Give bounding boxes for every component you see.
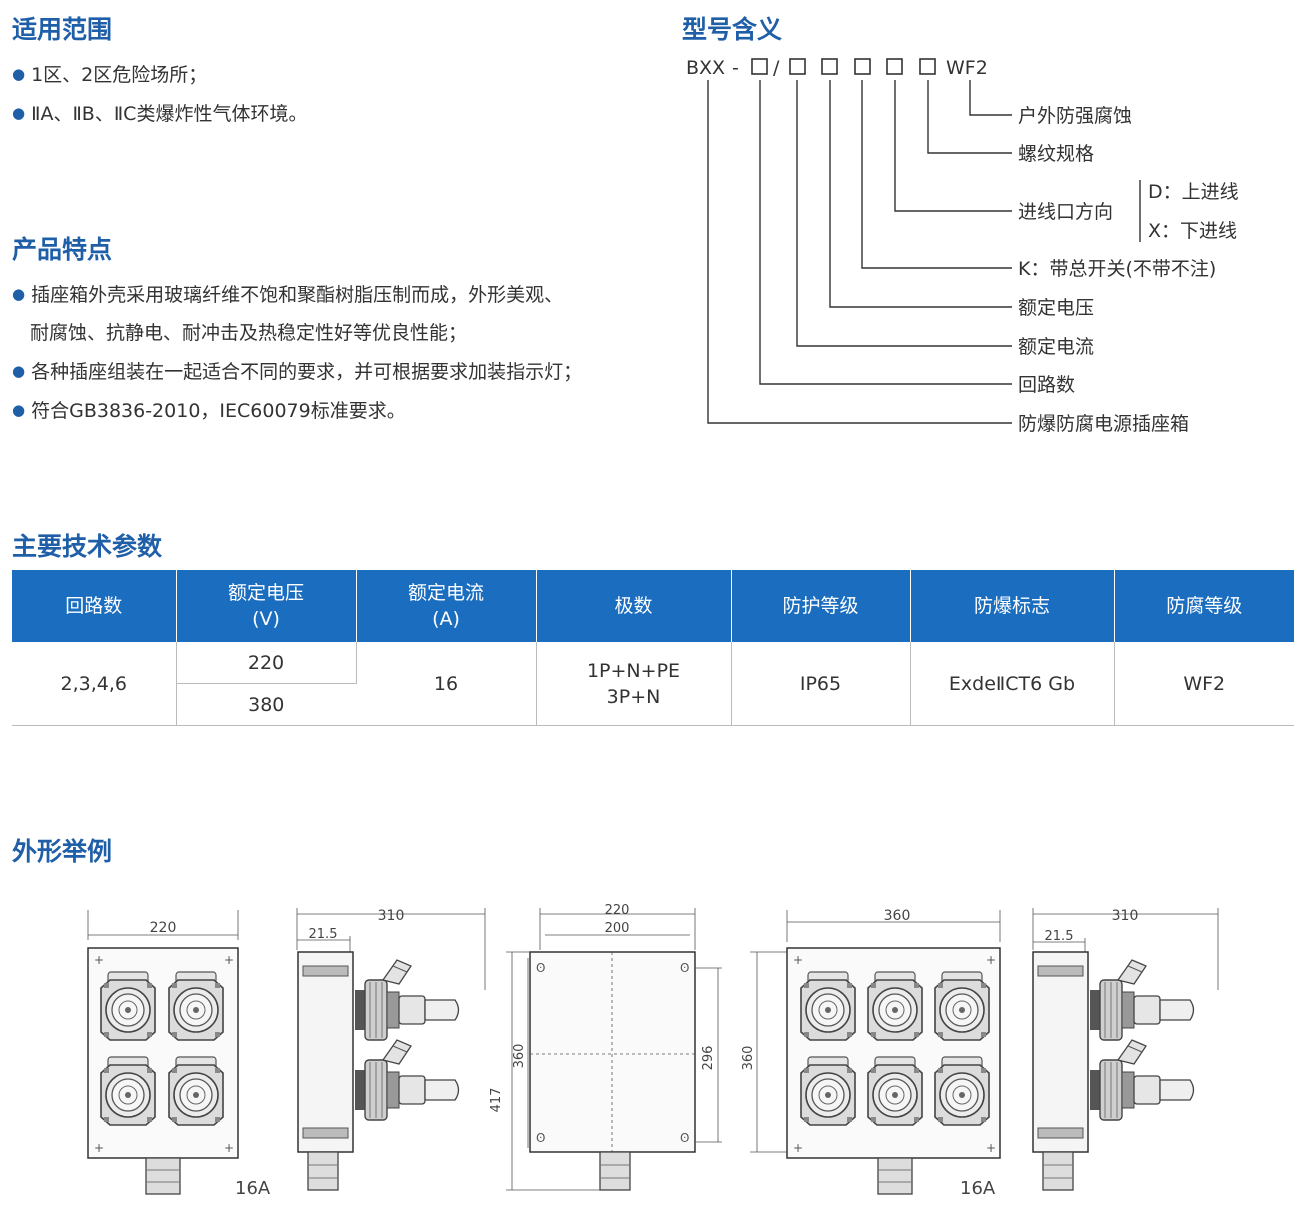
table-header-row: 回路数 额定电压(V) 额定电流(A) 极数 防护等级 防爆标志 防腐等级 xyxy=(12,570,1294,642)
svg-text:ʘ: ʘ xyxy=(536,961,545,975)
header-voltage: 额定电压(V) xyxy=(176,570,357,642)
svg-text:+: + xyxy=(986,953,996,967)
cell-voltage: 220 xyxy=(176,642,357,684)
dim-offset: 21.5 xyxy=(1045,929,1074,944)
model-label: 进线口方向 xyxy=(1018,201,1113,223)
figure-front-4-socket: 220 + + + + 16A xyxy=(87,910,271,1199)
bullet-icon: ● xyxy=(12,285,26,303)
code-box xyxy=(919,58,936,75)
dim-offset: 21.5 xyxy=(309,927,338,942)
cell-circuits: 2,3,4,6 xyxy=(12,642,177,726)
figure-side-view: 310 21.5 xyxy=(1032,908,1219,1191)
scope-title: 适用范围 xyxy=(12,15,113,44)
bullet-icon: ● xyxy=(12,104,26,122)
scope-item: ●1区、2区危险场所； xyxy=(12,64,208,86)
svg-text:+: + xyxy=(224,1141,234,1155)
bullet-icon: ● xyxy=(12,401,26,419)
code-box xyxy=(789,58,806,75)
rating-label: 16A xyxy=(960,1178,996,1199)
svg-text:+: + xyxy=(94,1141,104,1155)
dim-inner-height: 296 xyxy=(701,1046,716,1071)
dim-mid-height: 360 xyxy=(512,1044,527,1069)
model-code-diagram: BXX - / WF2 户外防强腐蚀 螺纹规格 进线口方向 K：带总开关(不带不… xyxy=(686,57,1239,435)
dim-total: 310 xyxy=(378,908,405,924)
header-circuits: 回路数 xyxy=(12,570,177,642)
model-label: 额定电流 xyxy=(1018,336,1094,358)
outline-title: 外形举例 xyxy=(12,837,113,866)
figure-front-6-socket: 360 360 + + + + 16A xyxy=(741,908,1001,1199)
model-label: 防爆防腐电源插座箱 xyxy=(1018,413,1189,435)
bullet-icon: ● xyxy=(12,65,26,83)
model-code-prefix: BXX xyxy=(686,57,725,79)
dim-width: 360 xyxy=(884,908,911,924)
model-code-dash: - xyxy=(732,57,739,79)
rating-label: 16A xyxy=(235,1178,271,1199)
svg-text:ʘ: ʘ xyxy=(680,961,689,975)
svg-text:ʘ: ʘ xyxy=(536,1131,545,1145)
svg-text:+: + xyxy=(793,1141,803,1155)
direction-option: X：下进线 xyxy=(1148,220,1237,242)
svg-text:+: + xyxy=(793,953,803,967)
model-label: 螺纹规格 xyxy=(1018,143,1094,165)
model-label: 户外防强腐蚀 xyxy=(1018,105,1132,127)
cell-protection: IP65 xyxy=(731,642,911,726)
cell-voltage: 380 xyxy=(176,683,356,726)
code-box xyxy=(751,58,768,75)
params-title: 主要技术参数 xyxy=(12,532,163,561)
svg-text:ʘ: ʘ xyxy=(680,1131,689,1145)
svg-text:+: + xyxy=(986,1141,996,1155)
model-code-slash: / xyxy=(773,57,780,79)
feature-item: ●符合GB3836-2010，IEC60079标准要求。 xyxy=(12,400,406,422)
model-label: 额定电压 xyxy=(1018,297,1094,319)
svg-text:+: + xyxy=(224,953,234,967)
model-title: 型号含义 xyxy=(682,15,783,44)
figure-mounting-view: 220 200 ʘ ʘ ʘ ʘ 417 360 296 xyxy=(489,903,722,1191)
model-label: K：带总开关(不带不注) xyxy=(1018,258,1216,280)
header-corrosion: 防腐等级 xyxy=(1114,570,1294,642)
header-explosion: 防爆标志 xyxy=(910,570,1115,642)
features-title: 产品特点 xyxy=(12,235,113,264)
model-label: 回路数 xyxy=(1018,374,1075,396)
dim-inner-width: 200 xyxy=(605,921,630,936)
dim-outer-width: 220 xyxy=(605,903,630,918)
svg-text:+: + xyxy=(94,953,104,967)
header-protection: 防护等级 xyxy=(731,570,911,642)
code-box xyxy=(854,58,871,75)
header-poles: 极数 xyxy=(536,570,732,642)
dim-outer-height: 417 xyxy=(489,1088,504,1113)
cell-corrosion: WF2 xyxy=(1114,642,1294,726)
code-box xyxy=(821,58,838,75)
direction-option: D：上进线 xyxy=(1148,181,1239,203)
table-row: 380 xyxy=(12,683,1294,726)
feature-item: ●插座箱外壳采用玻璃纤维不饱和聚酯树脂压制而成，外形美观、 xyxy=(12,284,564,306)
code-box xyxy=(886,58,903,75)
scope-item: ●ⅡA、ⅡB、ⅡC类爆炸性气体环境。 xyxy=(12,103,308,125)
bullet-icon: ● xyxy=(12,362,26,380)
feature-item-continuation: 耐腐蚀、抗静电、耐冲击及热稳定性好等优良性能； xyxy=(30,322,468,344)
header-current: 额定电流(A) xyxy=(356,570,537,642)
figure-side-view: 310 21.5 xyxy=(296,908,486,1191)
cell-explosion: ExdeⅡCT6 Gb xyxy=(910,642,1115,726)
model-code-suffix: WF2 xyxy=(946,57,988,79)
cell-current: 16 xyxy=(356,642,537,726)
dim-width: 220 xyxy=(150,920,177,936)
outline-drawings: 220 + + + + 16A 310 21.5 220 xyxy=(87,903,1219,1199)
feature-item: ●各种插座组装在一起适合不同的要求，并可根据要求加装指示灯； xyxy=(12,361,583,383)
params-table: 回路数 额定电压(V) 额定电流(A) 极数 防护等级 防爆标志 防腐等级 2,… xyxy=(12,570,1294,726)
dim-height: 360 xyxy=(741,1046,756,1071)
dim-total: 310 xyxy=(1112,908,1139,924)
